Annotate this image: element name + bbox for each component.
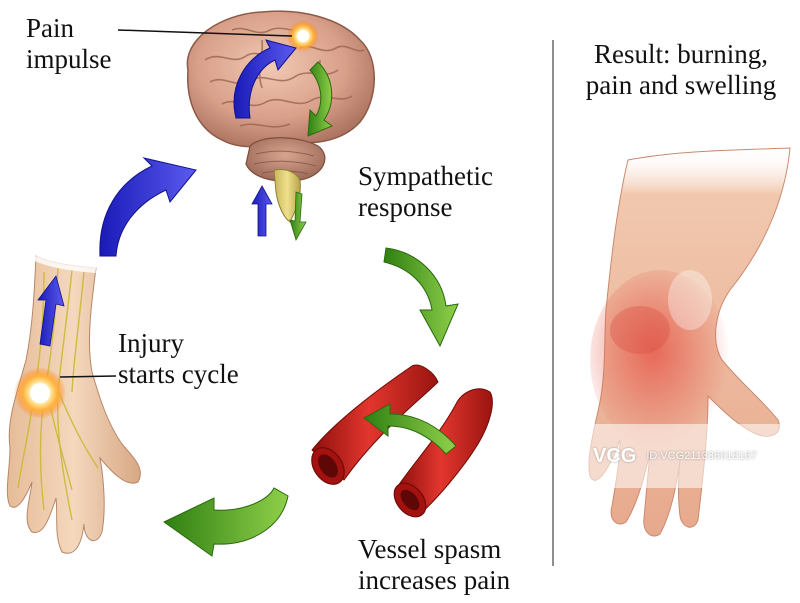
sympathetic-response-label: Sympathetic response: [358, 161, 493, 222]
blood-vessels-illustration: [311, 364, 493, 518]
pain-impulse-label: Pain impulse: [26, 13, 112, 74]
watermark-id: ID:VCG211336018167: [646, 450, 757, 462]
injury-leader-line: [59, 375, 117, 378]
blue-arrow-up-stem-icon: [251, 185, 273, 237]
blue-arrow-hand-to-brain-icon: [99, 157, 197, 257]
blue-arrow-up-arm-icon: [37, 275, 65, 347]
brain-illustration: [186, 10, 375, 223]
result-label: Result: burning, pain and swelling: [585, 39, 777, 100]
blue-arrow-into-brain-icon: [233, 39, 297, 119]
vessel-spasm-label: Vessel spasm increases pain: [358, 534, 511, 595]
green-arrow-vessel-spasm-icon: [363, 403, 457, 455]
green-arrow-down-stem-icon: [289, 191, 307, 242]
injury-starts-cycle-label: Injury starts cycle: [118, 328, 239, 389]
green-arrow-out-brain-icon: [307, 61, 333, 137]
watermark-logo: VCG: [593, 444, 637, 467]
watermark: VCG ID:VCG211336018167: [577, 424, 800, 488]
green-arrow-vessel-to-hand-icon: [163, 487, 289, 557]
pain-impulse-leader-line: [117, 29, 293, 37]
green-arrow-sympathetic-to-vessel-icon: [383, 247, 459, 348]
